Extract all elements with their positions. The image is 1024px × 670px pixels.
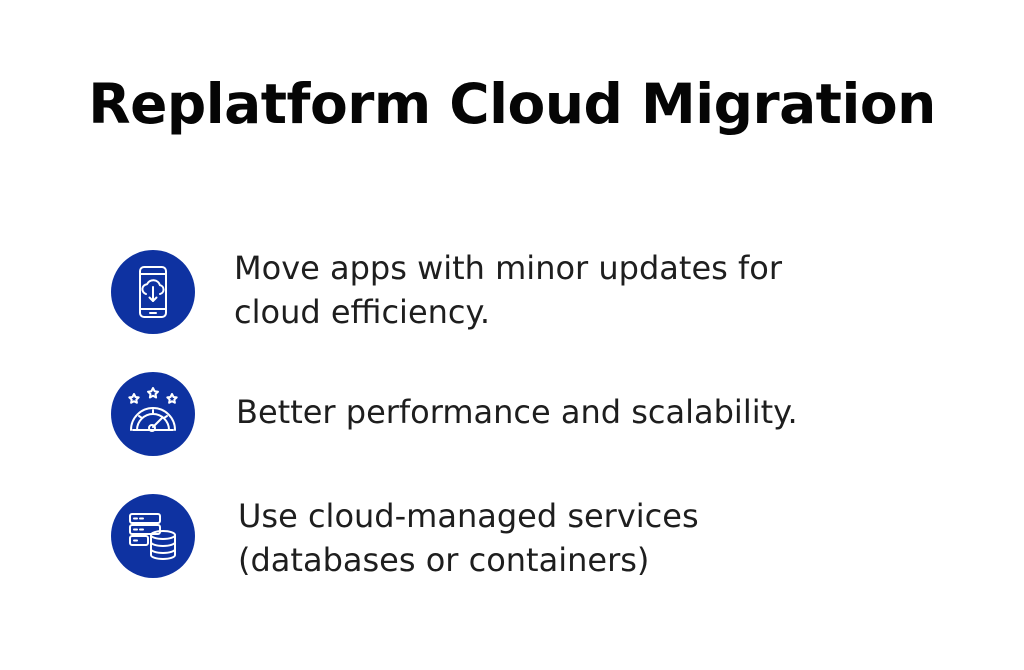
item-text: Move apps with minor updates for cloud e… [234,249,782,331]
list-item: Better performance and scalability. [0,370,1024,470]
server-database-icon [111,494,195,578]
list-item: Move apps with minor updates for cloud e… [0,248,1024,348]
gauge-stars-icon [111,372,195,456]
phone-cloud-download-icon [111,250,195,334]
item-text: Better performance and scalability. [236,393,798,431]
page-title: Replatform Cloud Migration [88,72,936,136]
item-text: Use cloud-managed services (databases or… [238,497,699,579]
list-item: Use cloud-managed services (databases or… [0,492,1024,592]
